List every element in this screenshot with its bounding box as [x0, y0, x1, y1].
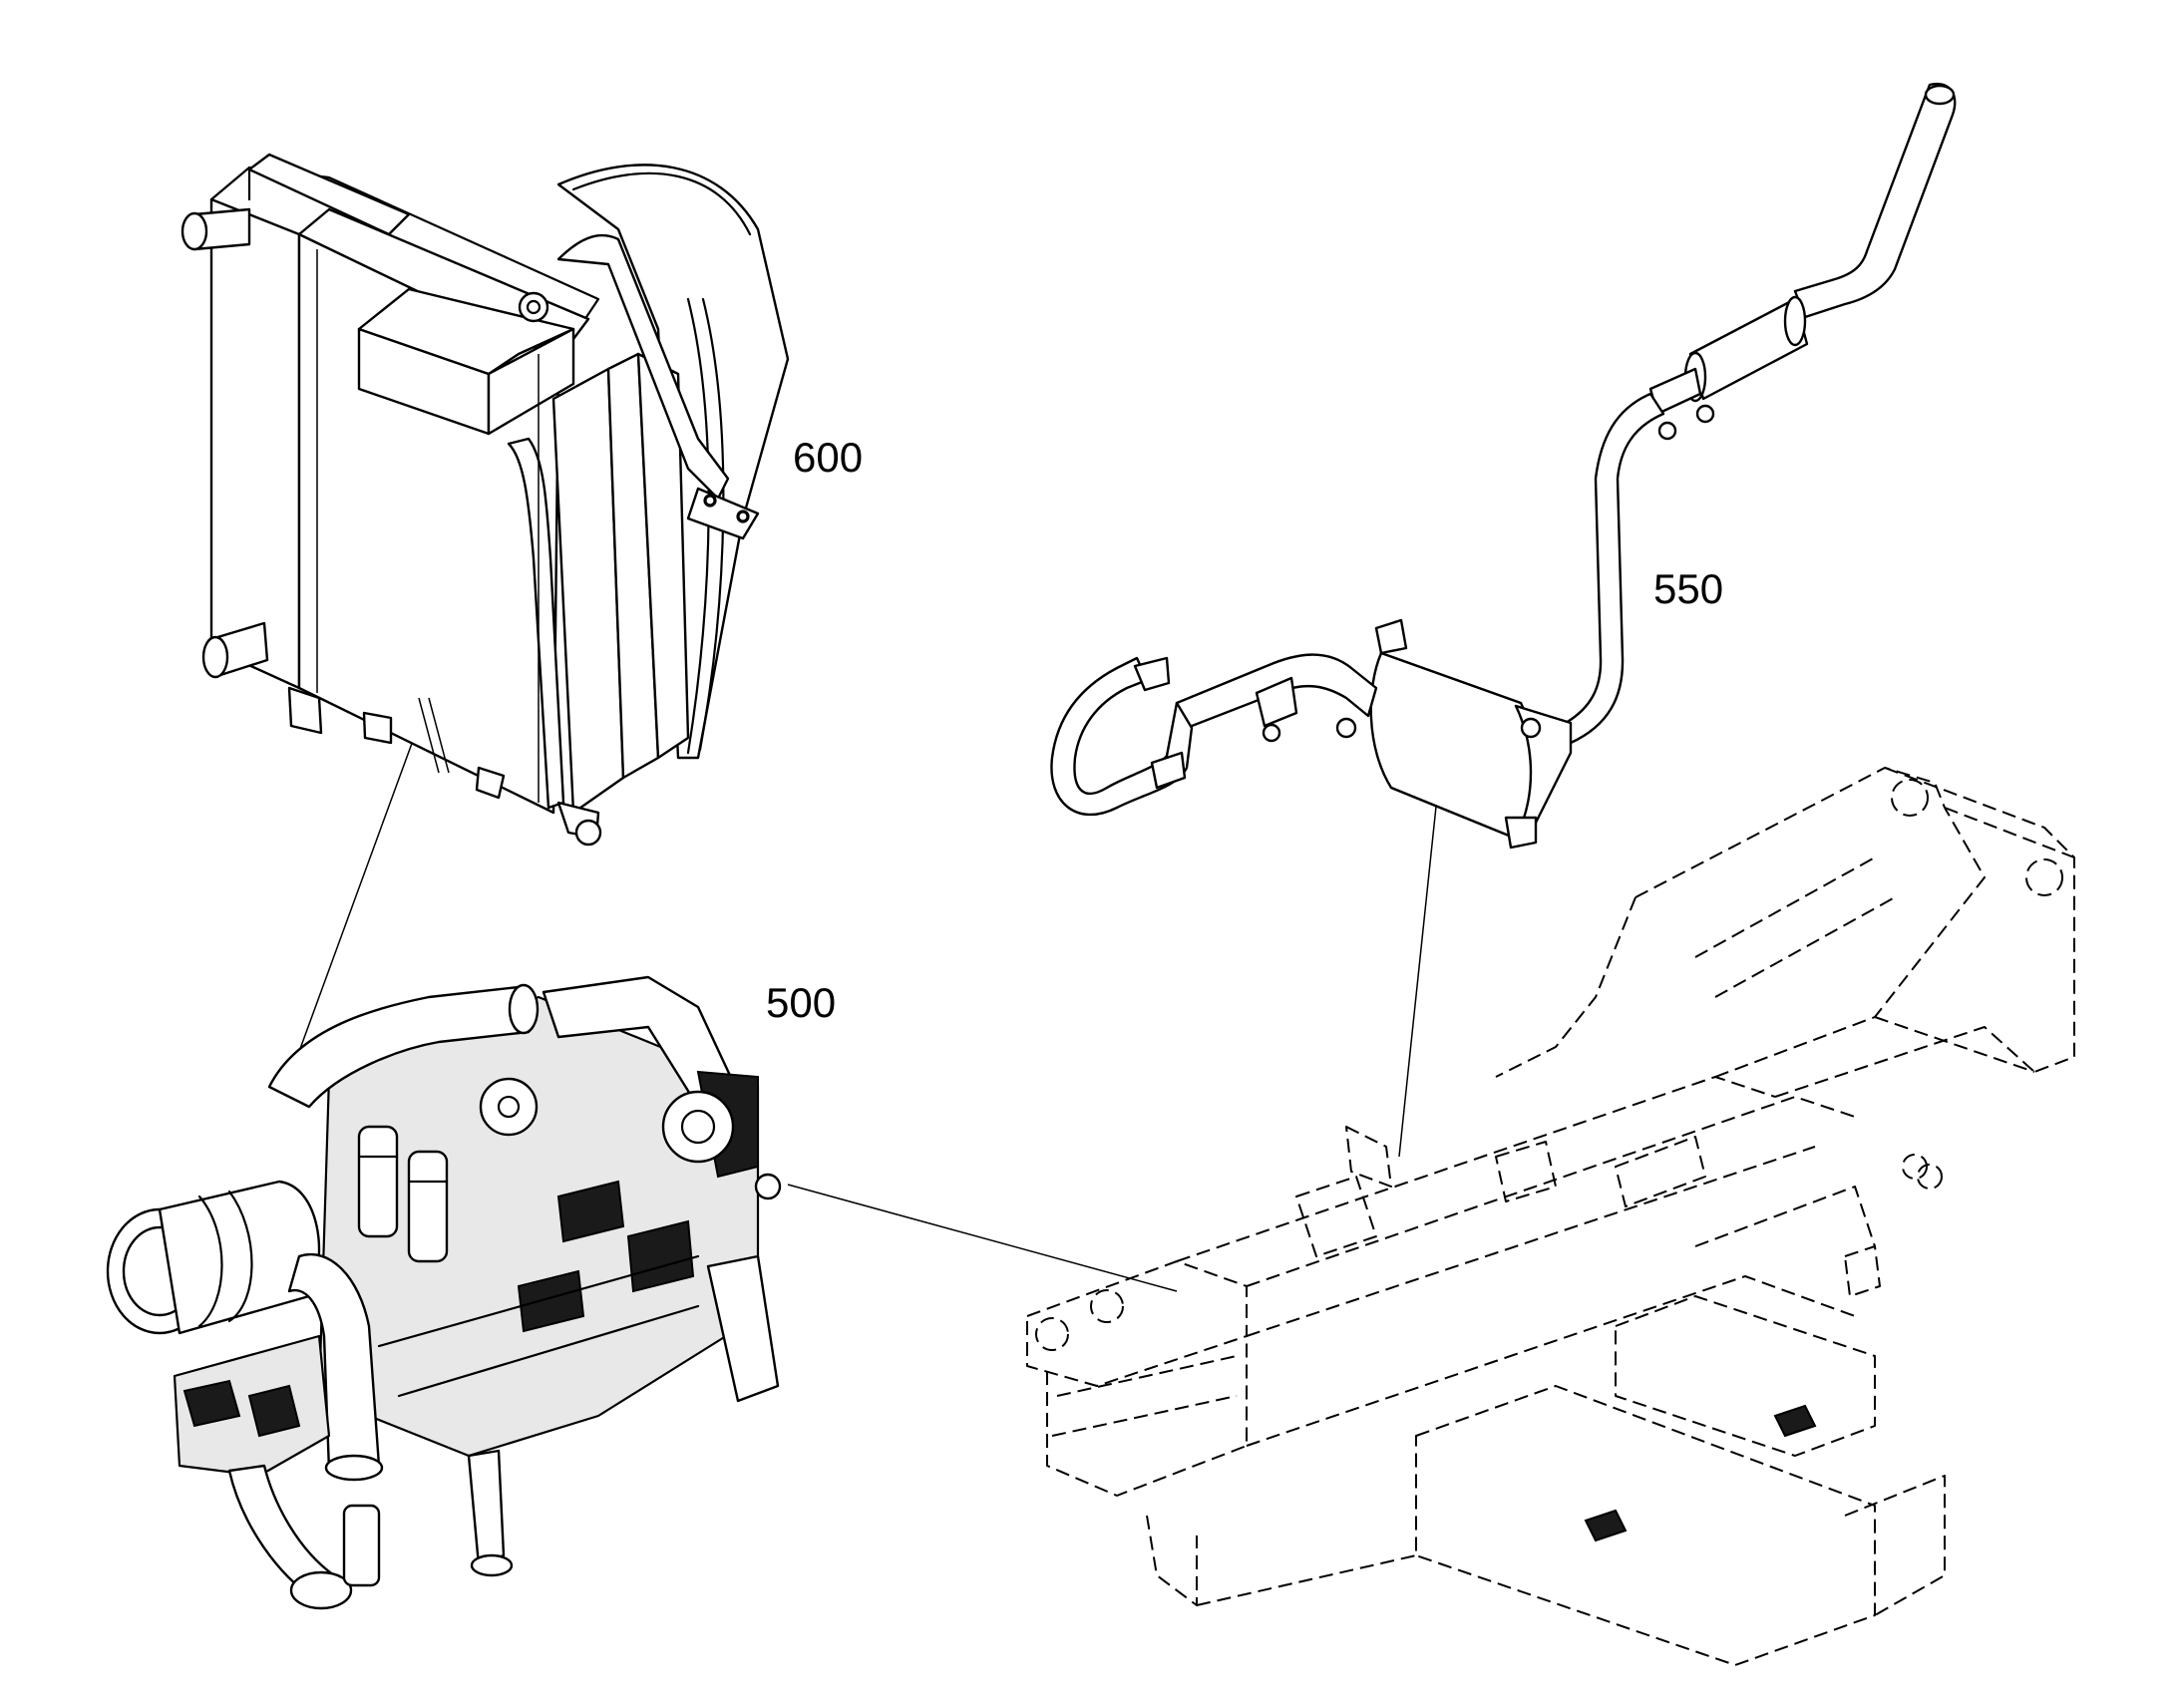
- s-bend-pipe: [1050, 656, 1194, 817]
- chassis-frame: [1026, 767, 2075, 1666]
- top-header: [247, 153, 411, 236]
- intake-elbow: [287, 1253, 381, 1473]
- callout-exhaust: 550: [1653, 565, 1724, 612]
- muffler-bracket-top: [1374, 618, 1408, 655]
- leader-radiator-to-engine: [296, 737, 415, 1058]
- leader-engine-to-frame: [787, 1184, 1178, 1292]
- exhaust-mount-bracket: [1345, 1126, 1392, 1188]
- leader-lines: [296, 737, 1439, 1292]
- filler-cap: [518, 291, 549, 323]
- exhaust-clamp-middle: [1255, 676, 1298, 728]
- floor-plate: [1415, 1385, 1876, 1666]
- radiator-assembly: [181, 153, 790, 847]
- engine-mount-right: [706, 1254, 780, 1403]
- fuel-filter-left: [357, 1125, 399, 1238]
- engine-mount-left: [467, 1449, 506, 1567]
- expansion-tank-top: [357, 287, 575, 376]
- callout-radiator: 600: [793, 434, 864, 481]
- callout-engine: 500: [766, 979, 837, 1026]
- pivot-hole-right: [2025, 858, 2063, 896]
- cross-member-plate: [1615, 1295, 1876, 1457]
- leader-exhaust-to-frame: [1398, 787, 1439, 1158]
- flywheel-housing: [661, 1090, 735, 1164]
- frame-rail-lower: [1246, 1275, 1856, 1447]
- pivot-hole-upper: [1891, 779, 1929, 817]
- boom-tower-upper: [1635, 767, 1946, 898]
- muffler-bracket-bottom: [1504, 816, 1538, 850]
- fuel-filter-right: [407, 1150, 449, 1263]
- tail-pipe-outlet: [1924, 84, 1956, 106]
- engine-assembly: [106, 975, 782, 1610]
- intermediate-pipe: [1564, 392, 1665, 745]
- exhaust-clamp-left: [1133, 656, 1171, 692]
- radiator-side-tank: [209, 197, 301, 690]
- tail-pipe: [1793, 82, 1957, 319]
- exhaust-assembly: [1050, 82, 1957, 850]
- pulley: [479, 1077, 539, 1137]
- oil-filter: [342, 1504, 381, 1587]
- frame-rail-upper: [1176, 1076, 1776, 1262]
